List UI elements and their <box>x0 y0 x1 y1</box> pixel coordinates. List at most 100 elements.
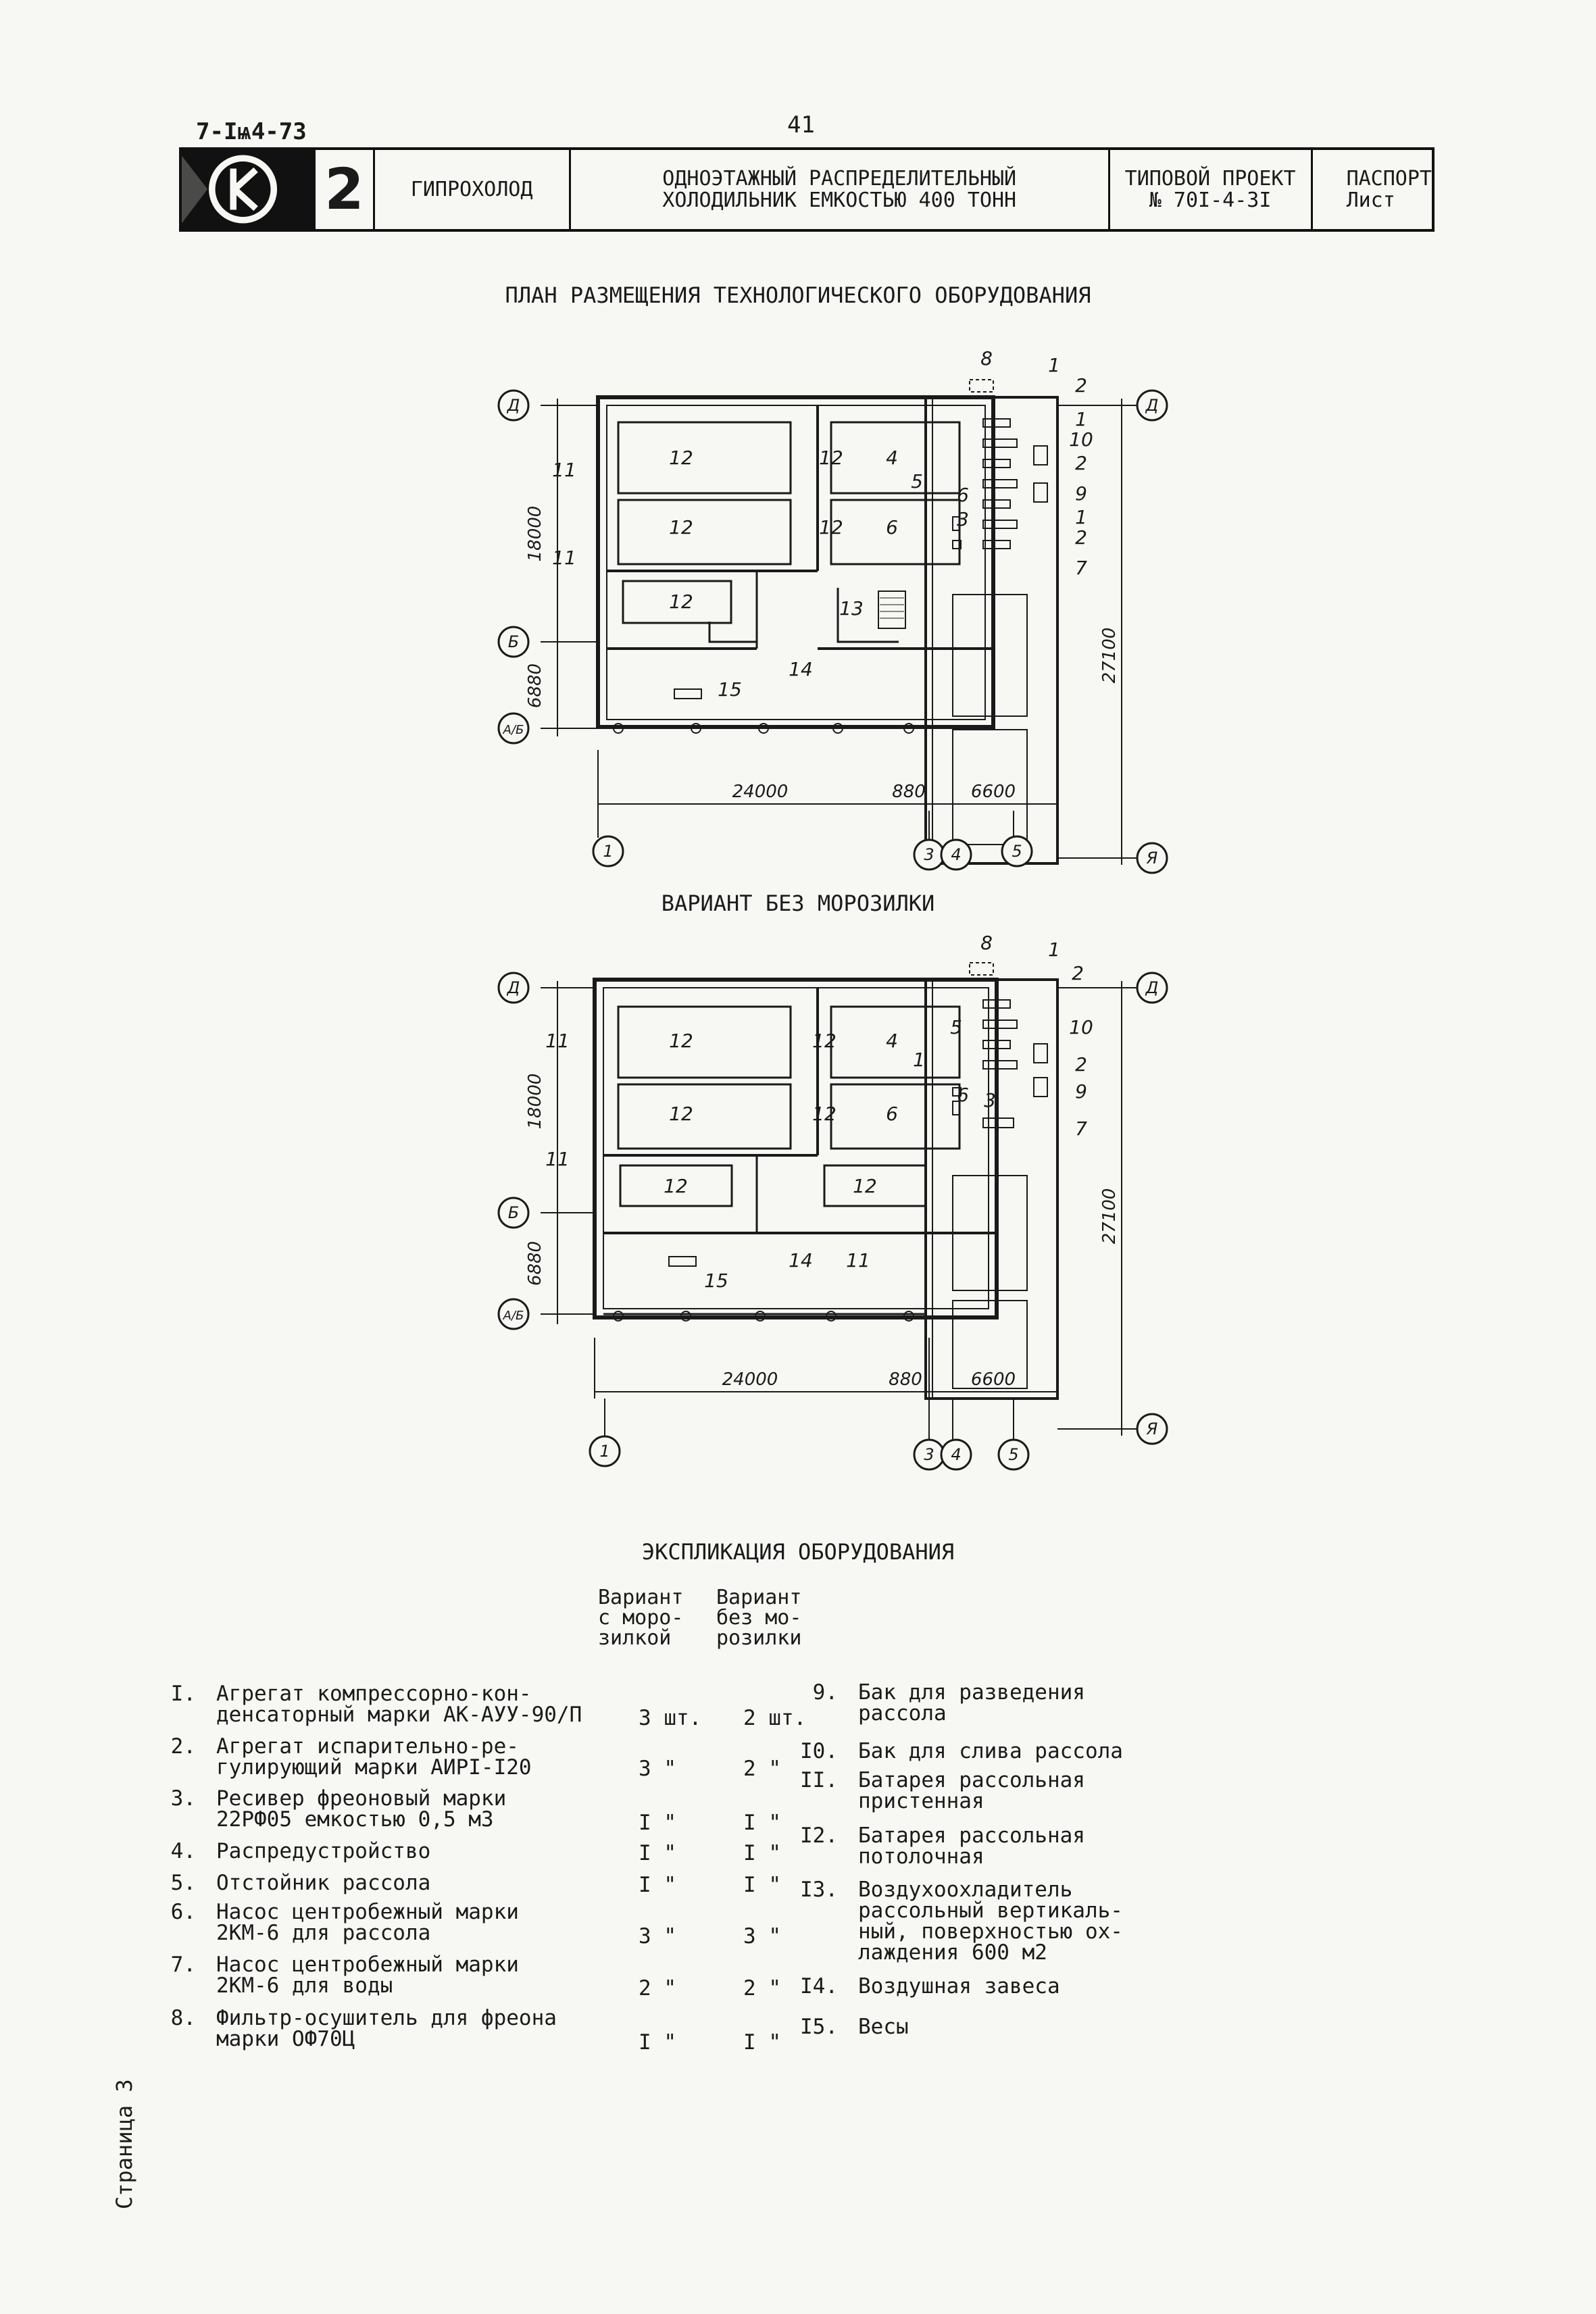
axis-label: 1 <box>599 1442 609 1461</box>
axis-label: Б <box>508 632 519 651</box>
equipment-label: 10 <box>1069 428 1093 451</box>
quantity-without-freezer: 2 шт. <box>743 1706 807 1730</box>
axis-label: 3 <box>924 1445 934 1464</box>
dimension-label: 27100 <box>1099 628 1120 684</box>
equipment-label: 12 <box>664 1175 688 1197</box>
column-header-with-freezer: Вариант с моро- зилкой <box>598 1586 684 1650</box>
dimension-label: 18000 <box>525 506 545 562</box>
equipment-label: 2 <box>1075 374 1087 397</box>
axis-label: Б <box>508 1203 519 1222</box>
project-line-2: № 70I-4-3I <box>1149 188 1272 212</box>
equipment-label: 14 <box>789 658 813 680</box>
equipment-label: 12 <box>853 1175 877 1197</box>
list-item: 4. Распредустройство <box>170 1839 431 1863</box>
equipment-label: 1 <box>1075 408 1087 430</box>
axis-label: Я <box>1146 849 1158 867</box>
title-line-2: ХОЛОДИЛЬНИК ЕМКОСТЬЮ 400 ТОНН <box>662 188 1017 212</box>
equipment-label: 2 <box>1072 962 1084 984</box>
quantity-with-freezer: I " <box>639 1811 676 1835</box>
equipment-label: 7 <box>1075 557 1087 579</box>
equipment-label: 1 <box>1048 938 1060 961</box>
quantity-with-freezer: 3 шт. <box>639 1706 702 1730</box>
list-item: 5. Отстойник рассола <box>170 1871 431 1895</box>
quantity-with-freezer: I " <box>639 1841 676 1865</box>
list-item: 6. Насос центробежный марки 2КМ-6 для ра… <box>170 1900 519 1945</box>
equipment-label: 9 <box>1075 482 1087 505</box>
equipment-label: 12 <box>819 516 843 538</box>
list-item: 8. Фильтр-осушитель для фреона марки ОФ7… <box>170 2006 557 2051</box>
equipment-label: 11 <box>545 1030 570 1052</box>
axis-label: 4 <box>951 1445 961 1464</box>
axis-label: Д <box>1145 396 1159 415</box>
column-header-without-freezer: Вариант без мо- розилки <box>716 1586 802 1650</box>
document-title: ОДНОЭТАЖНЫЙ РАСПРЕДЕЛИТЕЛЬНЫЙ ХОЛОДИЛЬНИ… <box>571 150 1110 229</box>
axis-label: 1 <box>603 842 613 861</box>
axis-label: Я <box>1146 1419 1158 1438</box>
ck-logo-icon <box>182 150 314 229</box>
quantity-without-freezer: 2 " <box>743 1976 781 2001</box>
equipment-label: 12 <box>669 590 693 613</box>
side-page-note: Страница 3 <box>111 2079 137 2209</box>
quantity-with-freezer: 3 " <box>639 1757 676 1781</box>
floor-plan-with-freezer: Д Б А/Б Д Я 1 3 4 5 18000 6880 27100 240… <box>497 347 1168 874</box>
logo <box>182 150 316 229</box>
quantity-with-freezer: 3 " <box>639 1924 676 1948</box>
equipment-label: 1 <box>913 1049 925 1071</box>
axis-label: 3 <box>924 845 934 864</box>
list-item: I3. Воздухоохладитель рассольный вертика… <box>800 1878 1123 1965</box>
equipment-label: 5 <box>911 470 923 493</box>
equipment-label: 11 <box>846 1249 870 1272</box>
equipment-label: 11 <box>545 1148 570 1170</box>
equipment-label: 1 <box>1048 354 1060 376</box>
axis-label: А/Б <box>503 723 524 737</box>
project-number: ТИПОВОЙ ПРОЕКТ № 70I-4-3I <box>1110 150 1313 229</box>
quantity-without-freezer: 2 " <box>743 1757 781 1781</box>
equipment-label: 8 <box>980 347 993 370</box>
page-number: 41 <box>787 111 815 139</box>
variant-heading: ВАРИАНТ БЕЗ МОРОЗИЛКИ <box>661 890 935 916</box>
quantity-without-freezer: I " <box>743 1811 781 1835</box>
plan-heading: ПЛАН РАЗМЕЩЕНИЯ ТЕХНОЛОГИЧЕСКОГО ОБОРУДО… <box>505 282 1091 308</box>
dimension-label: 24000 <box>722 1369 778 1390</box>
equipment-label: 6 <box>957 1084 969 1106</box>
sheet-line-2: Лист <box>1346 188 1395 212</box>
list-item: 3. Ресивер фреоновый марки 22РФ05 емкост… <box>170 1786 507 1832</box>
logo-number: 2 <box>316 150 375 229</box>
equipment-label: 2 <box>1075 1053 1087 1076</box>
equipment-label: 12 <box>819 447 843 469</box>
dimension-label: 6880 <box>525 663 545 708</box>
dimension-label: 6600 <box>971 782 1016 802</box>
dimension-label: 880 <box>892 782 926 802</box>
equipment-label: 7 <box>1075 1117 1087 1140</box>
equipment-label: 3 <box>984 1089 996 1111</box>
list-item: 7. Насос центробежный марки 2КМ-6 для во… <box>170 1953 519 1998</box>
equipment-label: 6 <box>886 1103 898 1125</box>
equipment-label: 12 <box>669 447 693 469</box>
axis-label: 5 <box>1008 1445 1018 1464</box>
equipment-label: 10 <box>1069 1016 1093 1038</box>
quantity-without-freezer: I " <box>743 1841 781 1865</box>
axis-label: А/Б <box>503 1309 524 1323</box>
list-item: I0. Бак для слива рассола <box>800 1739 1123 1763</box>
list-item: II. Батарея рассольная пристенная <box>800 1768 1085 1813</box>
project-line-1: ТИПОВОЙ ПРОЕКТ <box>1124 167 1296 191</box>
list-item: I4. Воздушная завеса <box>800 1974 1060 1998</box>
axis-label: 5 <box>1012 842 1022 861</box>
list-item: I5. Весы <box>800 2015 909 2039</box>
equipment-label: 8 <box>980 932 993 954</box>
axis-label: 4 <box>951 845 961 864</box>
equipment-label: 4 <box>886 1030 898 1052</box>
equipment-label: 6 <box>886 516 898 538</box>
equipment-label: 6 <box>957 484 969 506</box>
dimension-label: 6600 <box>971 1369 1016 1390</box>
title-block: 2 ГИПРОХОЛОД ОДНОЭТАЖНЫЙ РАСПРЕДЕЛИТЕЛЬН… <box>179 147 1435 232</box>
quantity-with-freezer: I " <box>639 2030 676 2055</box>
equipment-label: 12 <box>669 1103 693 1125</box>
equipment-label: 12 <box>669 1030 693 1052</box>
dimension-label: 24000 <box>732 782 789 802</box>
organization: ГИПРОХОЛОД <box>375 150 571 229</box>
equipment-label: 15 <box>704 1269 728 1292</box>
equipment-label: 11 <box>552 459 576 481</box>
equipment-label: 12 <box>669 516 693 538</box>
equipment-label: 15 <box>718 678 742 701</box>
